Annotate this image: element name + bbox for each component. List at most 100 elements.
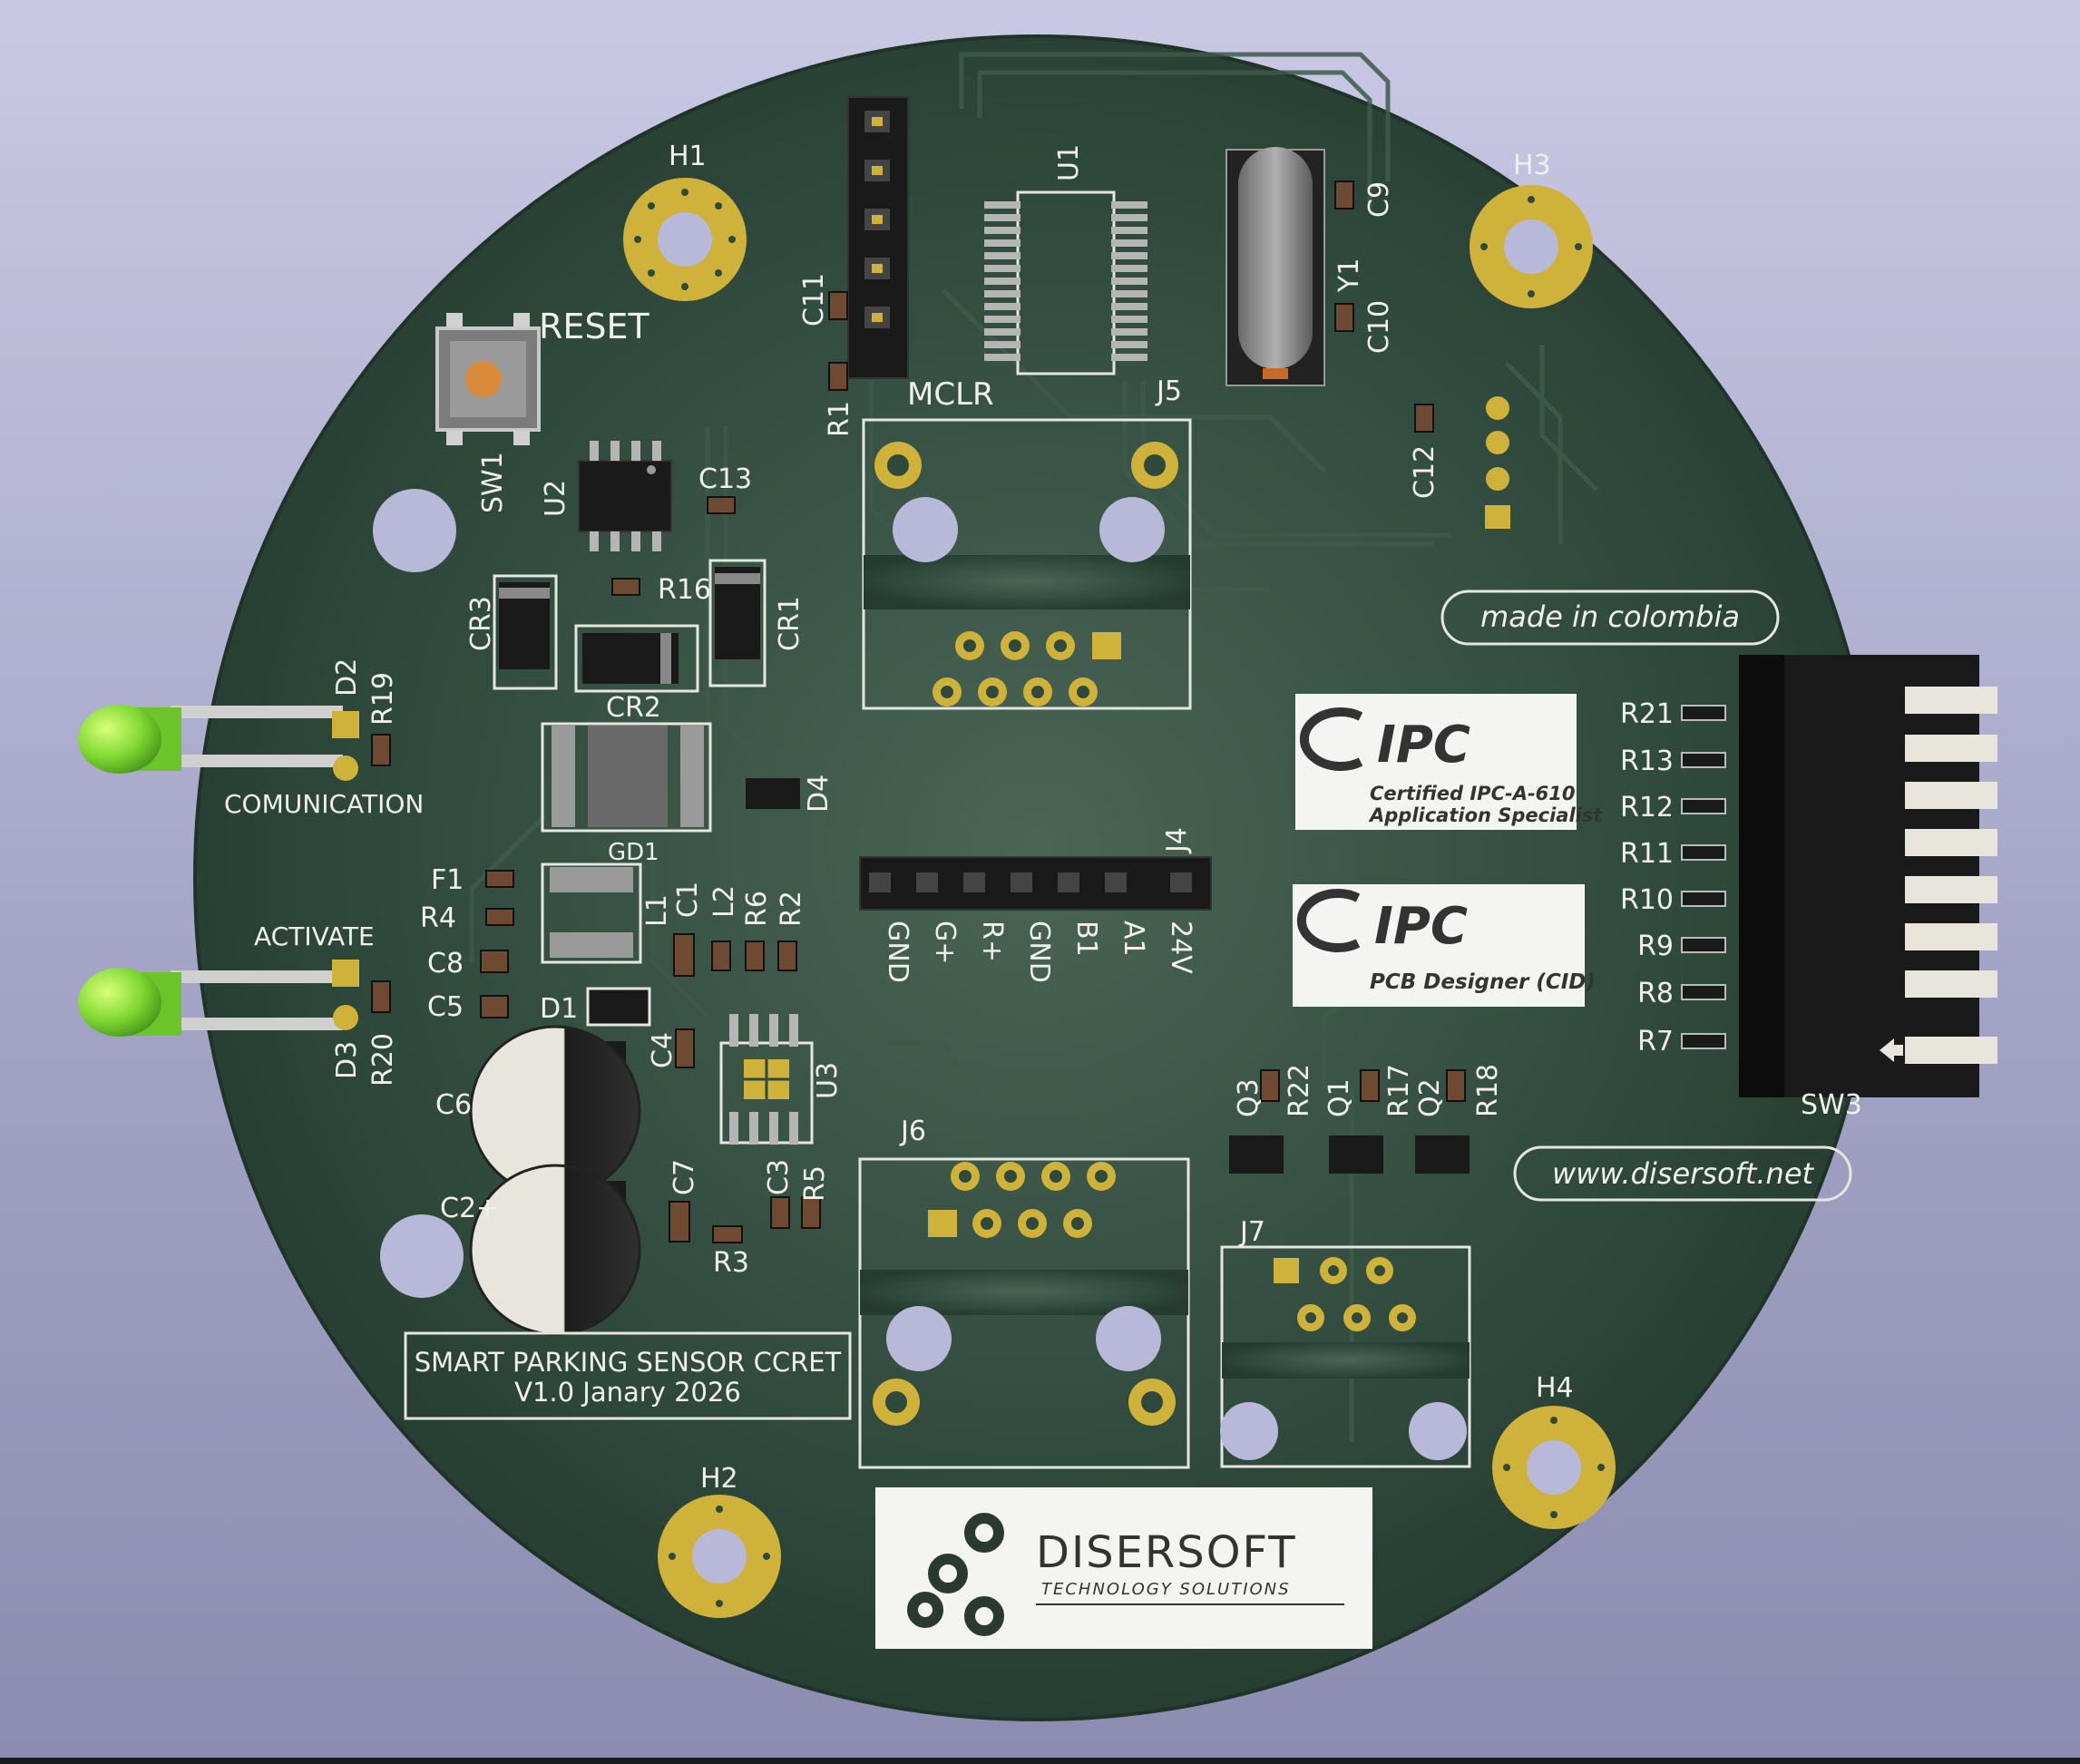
ref-c1: C1 xyxy=(672,882,704,918)
ref-r1: R1 xyxy=(824,401,855,437)
connector-j4 xyxy=(859,856,1212,911)
ref-h3: H3 xyxy=(1513,150,1551,181)
ic-u3 xyxy=(719,1014,814,1145)
dip-resistor-label: R9 xyxy=(1637,931,1674,962)
ref-h1: H1 xyxy=(669,141,707,172)
ref-q3: Q3 xyxy=(1233,1078,1265,1117)
j4-pin-label: G+ xyxy=(929,921,961,964)
ref-c6: C6 xyxy=(435,1089,472,1121)
j4-pin-label: A1 xyxy=(1118,921,1149,957)
made-in-label: made in colombia xyxy=(1480,599,1740,634)
bottom-bar xyxy=(0,1758,2080,1764)
smd-passives xyxy=(371,180,1466,1243)
ref-c8: C8 xyxy=(427,948,464,979)
led-d3-label: ACTIVATE xyxy=(254,921,375,951)
cap-c6 xyxy=(469,1025,641,1197)
ref-u1: U1 xyxy=(1053,144,1085,181)
dip-resistor-label: R12 xyxy=(1620,792,1674,824)
j4-pin-label: B1 xyxy=(1070,921,1102,957)
ref-j4: J4 xyxy=(1161,827,1193,854)
ref-h2: H2 xyxy=(700,1463,738,1495)
ref-r5: R5 xyxy=(799,1165,831,1202)
ref-d2: D2 xyxy=(331,658,363,697)
ref-c9: C9 xyxy=(1363,181,1395,218)
ref-r16: R16 xyxy=(658,574,711,606)
ref-q1: Q1 xyxy=(1323,1078,1355,1117)
dip-resistor-label: R21 xyxy=(1620,698,1674,730)
dip-resistor-label: R8 xyxy=(1637,978,1674,1009)
website-badge xyxy=(1513,1145,1852,1202)
ref-c3: C3 xyxy=(763,1159,795,1195)
crystal-y1 xyxy=(1226,147,1325,386)
diode-d4 xyxy=(746,778,800,809)
ref-j7: J7 xyxy=(1238,1216,1265,1248)
ref-c11: C11 xyxy=(798,273,830,326)
dip-resistor-label: R11 xyxy=(1620,838,1674,870)
inductor-l1 xyxy=(541,863,642,964)
connector-j7 xyxy=(1220,1245,1471,1468)
ref-cr3: CR3 xyxy=(465,596,497,651)
made-in-badge xyxy=(1440,590,1780,646)
ref-c5: C5 xyxy=(427,991,464,1023)
diode-d1 xyxy=(586,987,651,1027)
connector-j5 xyxy=(862,418,1192,710)
dip-switch-sw3[interactable] xyxy=(1681,655,1997,1097)
ref-r6: R6 xyxy=(741,891,773,927)
header-c12 xyxy=(1485,396,1510,529)
website-label: www.disersoft.net xyxy=(1552,1156,1815,1191)
company-name: DISERSOFT xyxy=(1036,1527,1297,1578)
transistors xyxy=(1229,1135,1470,1174)
ipc2-line1: PCB Designer (CID) xyxy=(1370,970,1596,994)
company-tagline: TECHNOLOGY SOLUTIONS xyxy=(1041,1580,1291,1599)
ref-r18: R18 xyxy=(1472,1064,1504,1117)
ref-cr2: CR2 xyxy=(606,692,661,724)
ipc1-line2: Application Specialist xyxy=(1368,804,1603,826)
mounting-hole-h3 xyxy=(1470,185,1593,308)
drill-hole xyxy=(373,489,456,572)
ref-f1: F1 xyxy=(431,864,464,896)
ref-d4: D4 xyxy=(803,775,835,813)
ref-q2: Q2 xyxy=(1414,1078,1446,1117)
board-title: SMART PARKING SENSOR CCRET xyxy=(415,1347,842,1378)
dip-resistor-label: R10 xyxy=(1620,884,1674,916)
ref-r20: R20 xyxy=(367,1033,399,1087)
board-version: V1.0 Janary 2026 xyxy=(514,1377,741,1408)
diode-cr1 xyxy=(708,559,767,687)
ref-d3: D3 xyxy=(331,1041,363,1079)
ref-y1: Y1 xyxy=(1333,258,1365,293)
ref-j5: J5 xyxy=(1155,375,1182,407)
reset-button[interactable] xyxy=(435,313,541,445)
disersoft-logo xyxy=(875,1487,1372,1649)
ic-u2 xyxy=(578,441,672,551)
ipc-logo-2 xyxy=(1293,884,1585,1007)
ref-c2: C2+ xyxy=(440,1193,499,1224)
ref-c7: C7 xyxy=(669,1159,700,1195)
j4-pin-label: R+ xyxy=(976,921,1008,962)
ref-cr1: CR1 xyxy=(774,596,806,651)
cap-c2 xyxy=(469,1164,641,1336)
ipc2-brand: IPC xyxy=(1374,897,1468,956)
ref-sw3: SW3 xyxy=(1801,1089,1862,1121)
ref-u3: U3 xyxy=(812,1062,844,1099)
ref-sw1: SW1 xyxy=(477,452,509,513)
diode-cr2 xyxy=(574,624,699,693)
ref-r4: R4 xyxy=(420,902,456,934)
j4-pin-label: GND xyxy=(882,921,913,983)
ref-r17: R17 xyxy=(1383,1064,1415,1117)
led-d2-label: COMUNICATION xyxy=(224,789,424,819)
ipc-logo-1 xyxy=(1295,694,1577,830)
ref-c4: C4 xyxy=(647,1032,679,1068)
ref-l2: L2 xyxy=(708,885,740,918)
title-box xyxy=(404,1331,852,1420)
ref-h4: H4 xyxy=(1536,1372,1574,1404)
led-d3 xyxy=(78,960,359,1037)
j4-pin-label: 24V xyxy=(1165,921,1196,974)
mclr-label: MCLR xyxy=(907,376,994,413)
ref-r2: R2 xyxy=(776,891,807,927)
diode-cr3 xyxy=(493,574,558,690)
gdt-gd1 xyxy=(541,722,712,833)
ref-r22: R22 xyxy=(1284,1064,1315,1117)
connector-j6 xyxy=(858,1157,1190,1469)
ref-c13: C13 xyxy=(698,463,752,495)
